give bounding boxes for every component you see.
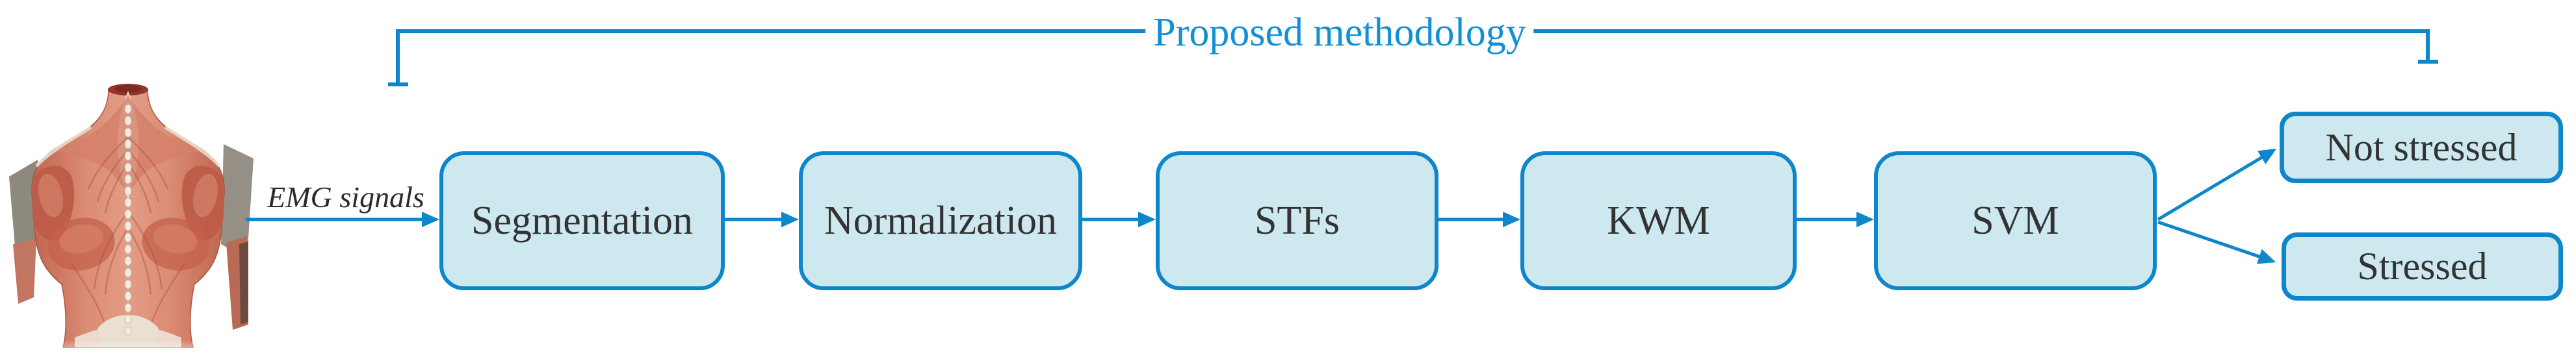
back-muscles-image: [0, 84, 299, 361]
step-box-segmentation: Segmentation: [439, 151, 725, 290]
step-box-normalization: Normalization: [799, 151, 1082, 290]
bracket-title: Proposed methodology: [1145, 6, 1534, 58]
emg-signals-label: EMG signals: [267, 180, 424, 214]
outcome-box-stressed: Stressed: [2282, 232, 2563, 301]
outcome-box-not-stressed: Not stressed: [2280, 112, 2563, 183]
step-box-svm: SVM: [1874, 151, 2157, 290]
arrow-svm-to-stressed: [2157, 220, 2276, 264]
arrow-svm-to-not-stressed: [2157, 148, 2277, 221]
step-box-kwm: KWM: [1520, 151, 1797, 290]
step-box-stfs: STFs: [1156, 151, 1438, 290]
